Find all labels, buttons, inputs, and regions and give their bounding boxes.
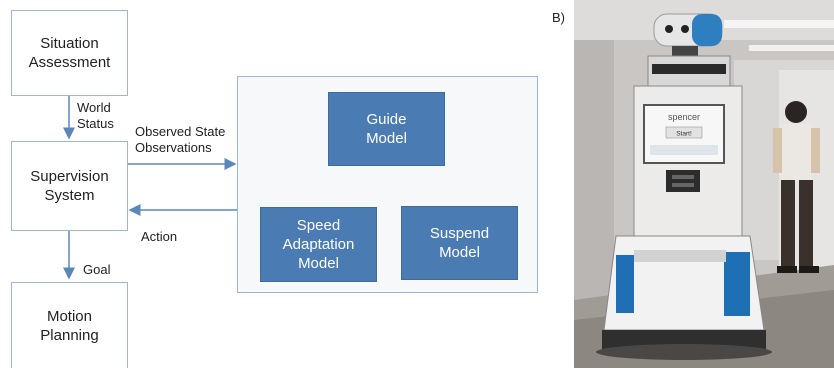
supervision-system-box: Supervision System bbox=[11, 141, 128, 231]
screen-start-button: Start! bbox=[676, 131, 692, 138]
suspend-model-box: Suspend Model bbox=[401, 206, 518, 280]
motion-planning-box: Motion Planning bbox=[11, 282, 128, 368]
world-status-label: World Status bbox=[77, 100, 114, 131]
spencer-robot: spencer Start! bbox=[596, 13, 772, 360]
screen-brand: spencer bbox=[668, 112, 700, 122]
panel-b-label: B) bbox=[552, 10, 565, 25]
goal-label: Goal bbox=[83, 262, 111, 277]
person-figure bbox=[773, 101, 820, 273]
guide-model-box: Guide Model bbox=[328, 92, 445, 166]
action-label: Action bbox=[141, 229, 178, 244]
situation-assessment-box: Situation Assessment bbox=[11, 10, 128, 96]
observed-state-label: Observed State Observations bbox=[135, 124, 226, 155]
robot-photo: spencer Start! bbox=[574, 0, 834, 368]
speed-adaptation-model-box: Speed Adaptation Model bbox=[260, 207, 377, 282]
